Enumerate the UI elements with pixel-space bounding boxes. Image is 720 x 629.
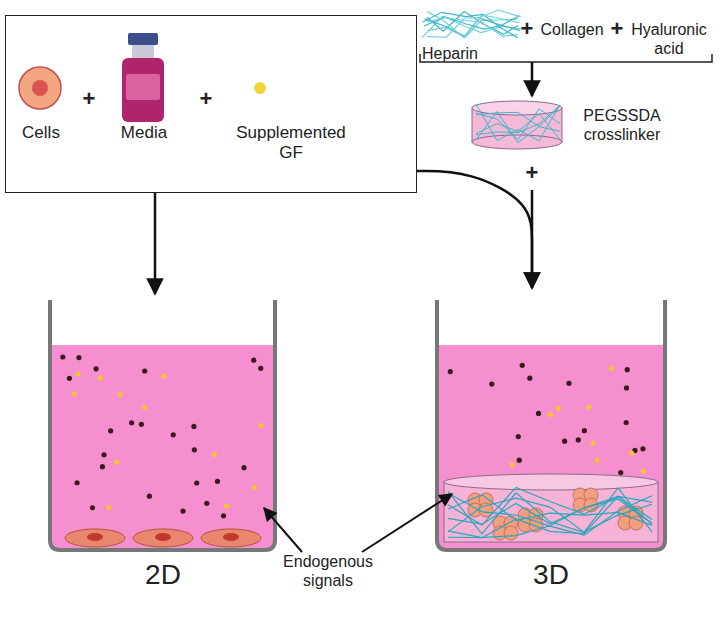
ingredient-label: Supplemented GF [229,123,354,164]
component-label: PEGSSDA crosslinker [568,106,676,144]
cell-icon [19,67,61,109]
component-label: Heparin [410,44,490,63]
ingredient-box: Cells+Media+Supplemented GF [5,15,417,193]
gel-disc [472,101,562,149]
media-bottle [122,33,164,122]
well-3d [437,300,665,550]
panel-title: 2D [123,558,203,592]
growth-factor-dot [254,82,266,94]
heparin-mesh [422,10,521,38]
ingredient-label: Media [104,123,184,143]
culture-well: 2D [50,300,276,600]
plus-sign: + [77,86,101,112]
component-label: Collagen [536,20,608,39]
leader-line [362,494,452,552]
plus-sign: + [194,86,218,112]
leader-line [264,508,302,552]
component-label: Hyaluronic acid [624,20,714,58]
ingredient-label: Cells [6,123,76,143]
component-label: Endogenous signals [258,552,398,590]
panel-title: 3D [511,558,591,592]
flow-arrow [154,193,157,294]
plus-sign: + [517,16,537,42]
arrow-to-gel [531,62,534,96]
plus-sign: + [522,160,542,186]
culture-well: 3D [437,300,666,600]
flow-arrow [417,171,532,288]
well-2d [50,300,275,550]
plus-sign: + [607,16,627,42]
